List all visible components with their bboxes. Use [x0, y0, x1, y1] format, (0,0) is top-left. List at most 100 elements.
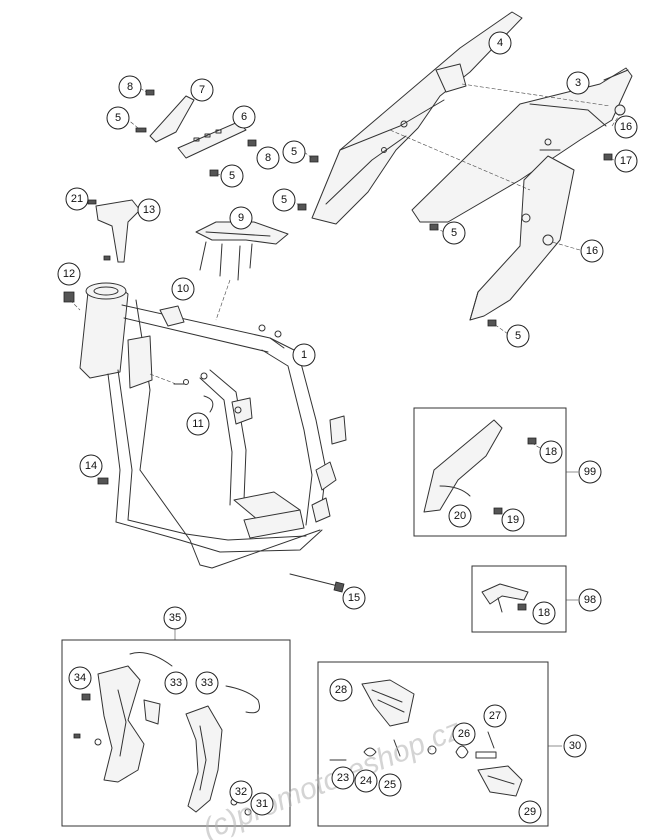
callout-32: 32	[229, 780, 253, 804]
callout-5-c: 5	[282, 140, 306, 164]
svg-text:17: 17	[620, 155, 632, 167]
svg-text:26: 26	[458, 728, 470, 740]
callout-23: 23	[331, 766, 355, 790]
callout-8-a: 8	[118, 75, 142, 99]
svg-text:3: 3	[575, 77, 581, 89]
svg-text:15: 15	[348, 592, 360, 604]
callout-5-f: 5	[506, 324, 530, 348]
callout-10: 10	[171, 277, 195, 301]
brackets	[135, 89, 257, 177]
callout-21: 21	[65, 187, 89, 211]
svg-text:99: 99	[584, 466, 596, 478]
callout-27: 27	[483, 704, 507, 728]
subframe	[411, 67, 633, 321]
callout-16-b: 16	[580, 239, 604, 263]
callout-30: 30	[563, 734, 587, 758]
svg-text:21: 21	[71, 193, 83, 205]
callout-26: 26	[452, 722, 476, 746]
kit-35-box	[61, 628, 291, 827]
svg-text:5: 5	[229, 170, 235, 182]
svg-text:8: 8	[265, 152, 271, 164]
callout-18-b: 18	[532, 601, 556, 625]
callout-6: 6	[232, 105, 256, 129]
svg-text:5: 5	[451, 227, 457, 239]
svg-text:12: 12	[63, 268, 75, 280]
svg-text:5: 5	[515, 330, 521, 342]
svg-text:5: 5	[291, 146, 297, 158]
callout-14: 14	[79, 454, 103, 478]
svg-text:7: 7	[199, 84, 205, 96]
callout-7: 7	[190, 78, 214, 102]
svg-text:14: 14	[85, 460, 97, 472]
svg-text:5: 5	[281, 194, 287, 206]
svg-text:24: 24	[360, 775, 372, 787]
svg-text:30: 30	[569, 740, 581, 752]
svg-text:23: 23	[337, 772, 349, 784]
svg-text:5: 5	[115, 112, 121, 124]
svg-text:16: 16	[620, 121, 632, 133]
callout-35: 35	[163, 606, 187, 630]
kit-30-box	[317, 661, 562, 827]
svg-text:18: 18	[545, 446, 557, 458]
svg-text:16: 16	[586, 245, 598, 257]
callout-12: 12	[57, 262, 81, 286]
svg-text:4: 4	[497, 37, 503, 49]
svg-text:33: 33	[170, 677, 182, 689]
callout-28: 28	[329, 678, 353, 702]
svg-text:10: 10	[177, 283, 189, 295]
svg-text:27: 27	[489, 710, 501, 722]
svg-text:28: 28	[335, 684, 347, 696]
callout-29: 29	[518, 800, 542, 824]
svg-text:29: 29	[524, 806, 536, 818]
svg-text:25: 25	[384, 779, 396, 791]
svg-text:11: 11	[192, 418, 203, 430]
callout-20: 20	[448, 504, 472, 528]
svg-text:35: 35	[169, 612, 181, 624]
main-frame	[79, 282, 347, 569]
kit-99-box	[413, 407, 578, 537]
callout-5-e: 5	[442, 221, 466, 245]
callout-34: 34	[68, 666, 92, 690]
callout-33-a: 33	[164, 671, 188, 695]
callout-15: 15	[342, 586, 366, 610]
skid-plate	[195, 221, 289, 281]
svg-text:19: 19	[507, 514, 519, 526]
callout-5-a: 5	[106, 106, 130, 130]
callout-24: 24	[354, 769, 378, 793]
svg-text:18: 18	[538, 607, 550, 619]
svg-text:20: 20	[454, 510, 466, 522]
svg-text:98: 98	[584, 594, 596, 606]
svg-text:9: 9	[238, 212, 244, 224]
callout-13: 13	[137, 198, 161, 222]
subframe-bolts	[297, 104, 626, 327]
callout-17: 17	[614, 149, 638, 173]
svg-text:31: 31	[256, 798, 268, 810]
callout-19: 19	[501, 508, 525, 532]
callout-5-d: 5	[272, 188, 296, 212]
callout-99: 99	[578, 460, 602, 484]
svg-text:13: 13	[143, 204, 155, 216]
callout-98: 98	[578, 588, 602, 612]
svg-text:32: 32	[235, 786, 247, 798]
svg-text:33: 33	[201, 677, 213, 689]
callout-16-a: 16	[614, 115, 638, 139]
svg-text:8: 8	[127, 81, 133, 93]
kit-98-box	[471, 565, 578, 633]
svg-text:1: 1	[301, 349, 307, 361]
callout-3: 3	[566, 71, 590, 95]
callout-8-b: 8	[256, 146, 280, 170]
svg-text:6: 6	[241, 111, 247, 123]
callout-1: 1	[292, 343, 316, 367]
callout-18-a: 18	[539, 440, 563, 464]
callout-5-b: 5	[220, 164, 244, 188]
callout-9: 9	[229, 206, 253, 230]
callout-25: 25	[378, 773, 402, 797]
callout-4: 4	[488, 31, 512, 55]
leader-lines	[69, 83, 621, 385]
callout-11: 11	[186, 412, 210, 436]
callout-33-b: 33	[195, 671, 219, 695]
svg-text:34: 34	[74, 672, 86, 684]
callout-31: 31	[250, 792, 274, 816]
subframe-rail	[311, 11, 523, 225]
